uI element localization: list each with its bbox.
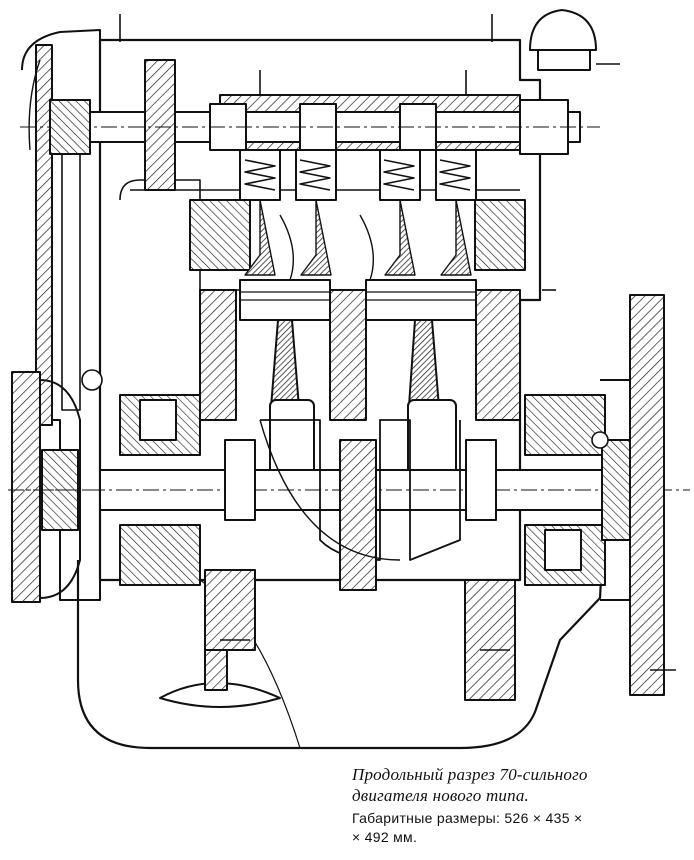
caption-title-line2: двигателя нового типа. bbox=[352, 786, 529, 805]
caption-dimensions: Габаритные размеры: 526 × 435 × × 492 мм… bbox=[352, 809, 682, 847]
caption-dims-line2: × 492 мм. bbox=[352, 829, 418, 845]
bolts bbox=[81, 14, 609, 449]
crankshaft bbox=[8, 419, 690, 591]
caption-title-line1: Продольный разрез 70-сильного bbox=[352, 765, 588, 784]
pistons bbox=[239, 279, 477, 321]
flywheel bbox=[600, 294, 676, 696]
figure-caption: Продольный разрез 70-сильного двигателя … bbox=[352, 764, 682, 847]
oil-filler-cap bbox=[529, 9, 620, 71]
main-bearings bbox=[119, 394, 606, 586]
camshaft bbox=[20, 59, 600, 191]
oil-pan bbox=[76, 559, 604, 750]
caption-dims-line1: Габаритные размеры: 526 × 435 × bbox=[352, 810, 583, 826]
oil-pump bbox=[204, 569, 516, 701]
engine-section-drawing bbox=[8, 9, 690, 750]
caption-title: Продольный разрез 70-сильного двигателя … bbox=[352, 764, 682, 806]
cylinder-block bbox=[98, 38, 542, 582]
